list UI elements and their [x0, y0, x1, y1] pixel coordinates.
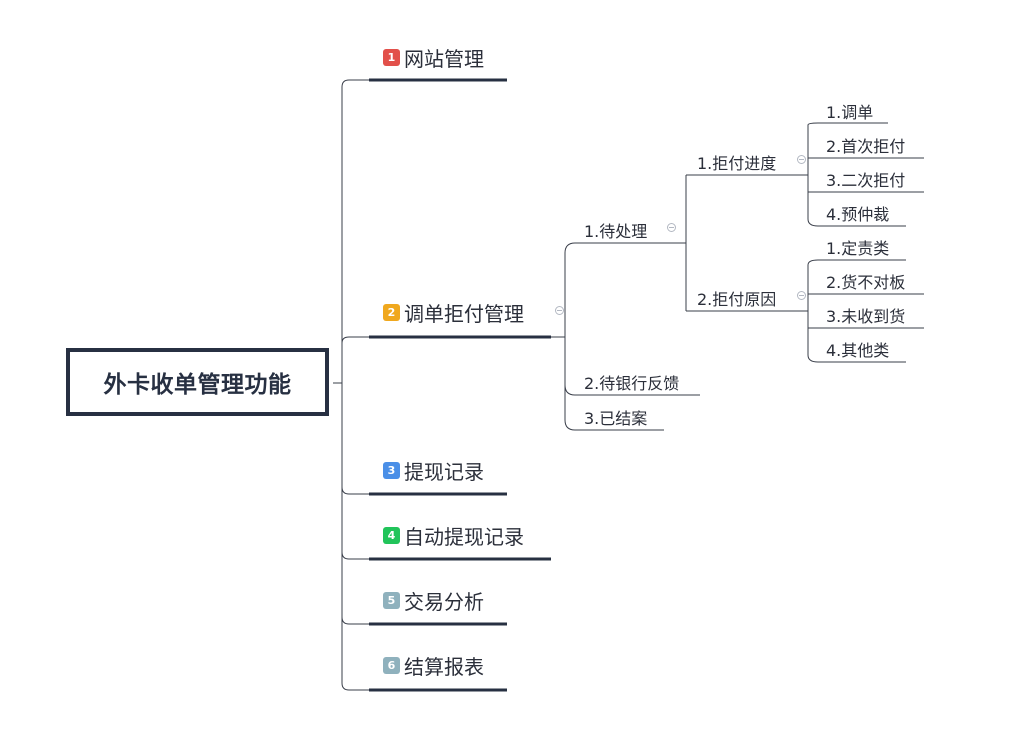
branch-transaction-analysis[interactable]: 5 交易分析 — [383, 585, 484, 615]
node-progress-item[interactable]: 2.首次拒付 — [826, 137, 906, 156]
branch-label: 提现记录 — [404, 459, 484, 484]
node-reason-item[interactable]: 4.其他类 — [826, 341, 890, 360]
priority-badge: 2 — [383, 303, 400, 321]
branch-label: 结算报表 — [404, 654, 484, 679]
branch-label: 网站管理 — [404, 46, 484, 71]
collapse-icon[interactable] — [555, 306, 564, 315]
collapse-icon[interactable] — [797, 291, 806, 300]
node-reason-item[interactable]: 2.货不对板 — [826, 273, 906, 292]
root-label: 外卡收单管理功能 — [103, 372, 292, 398]
root-node[interactable]: 外卡收单管理功能 — [66, 348, 329, 416]
node-closed[interactable]: 3.已结案 — [584, 409, 648, 428]
branch-chargeback-management[interactable]: 2 调单拒付管理 — [383, 297, 524, 327]
branch-label: 交易分析 — [404, 589, 484, 614]
priority-badge: 6 — [383, 656, 400, 674]
node-awaiting-bank-feedback[interactable]: 2.待银行反馈 — [584, 374, 680, 393]
node-reason-item[interactable]: 3.未收到货 — [826, 307, 906, 326]
priority-badge: 5 — [383, 591, 400, 609]
collapse-icon[interactable] — [797, 155, 806, 164]
priority-badge: 4 — [383, 526, 400, 544]
node-progress-item[interactable]: 4.预仲裁 — [826, 205, 890, 224]
priority-badge: 3 — [383, 461, 400, 479]
branch-withdrawal-records[interactable]: 3 提现记录 — [383, 455, 484, 485]
node-chargeback-reason[interactable]: 2.拒付原因 — [697, 290, 777, 309]
node-reason-item[interactable]: 1.定责类 — [826, 239, 890, 258]
branch-label: 调单拒付管理 — [404, 301, 524, 326]
collapse-icon[interactable] — [667, 223, 676, 232]
branch-label: 自动提现记录 — [404, 524, 524, 549]
branch-website-management[interactable]: 1 网站管理 — [383, 42, 484, 72]
priority-badge: 1 — [383, 48, 400, 66]
branch-settlement-report[interactable]: 6 结算报表 — [383, 650, 484, 680]
node-progress-item[interactable]: 1.调单 — [826, 103, 874, 122]
node-progress-item[interactable]: 3.二次拒付 — [826, 171, 906, 190]
node-chargeback-progress[interactable]: 1.拒付进度 — [697, 154, 777, 173]
branch-auto-withdrawal-records[interactable]: 4 自动提现记录 — [383, 520, 524, 550]
node-pending[interactable]: 1.待处理 — [584, 222, 648, 241]
